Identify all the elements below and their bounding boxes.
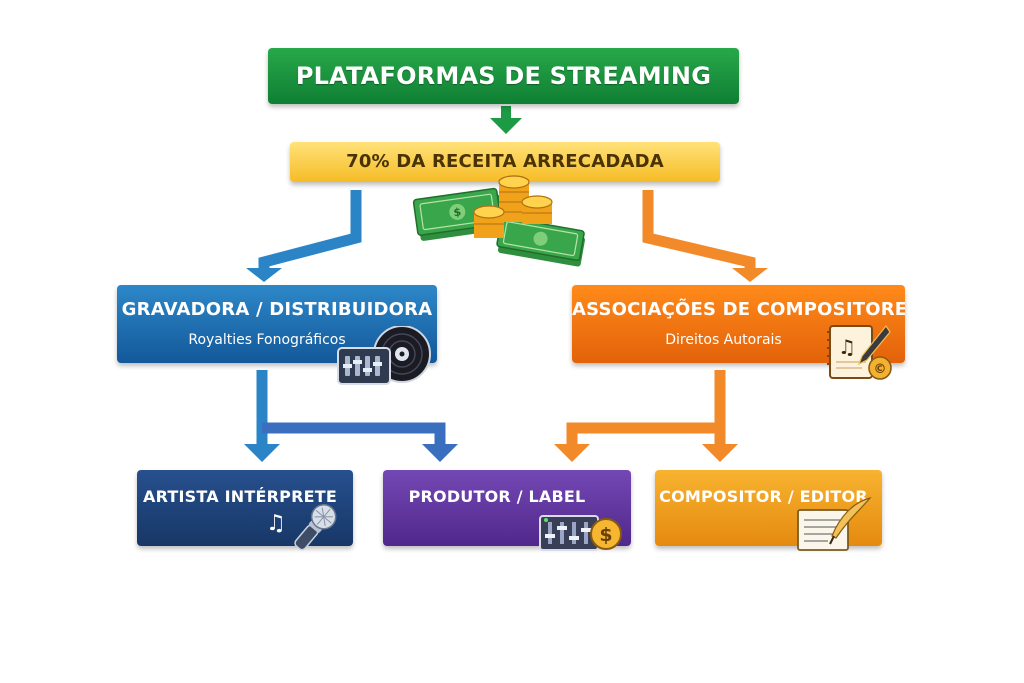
streaming-platforms-box: PLATAFORMAS DE STREAMING bbox=[268, 48, 739, 104]
performer-artist-title: ARTISTA INTÉRPRETE bbox=[143, 487, 337, 506]
record-label-title: GRAVADORA / DISTRIBUIDORA bbox=[121, 299, 433, 320]
money-coins-icon: $ bbox=[412, 175, 585, 267]
arrow-associations-to-producer-composer bbox=[554, 370, 738, 462]
svg-text:$: $ bbox=[599, 524, 612, 546]
composer-associations-title: ASSOCIAÇÕES DE COMPOSITORES bbox=[572, 299, 905, 320]
composer-editor-title: COMPOSITOR / EDITOR bbox=[659, 487, 868, 506]
mixer-dollar-icon: $ bbox=[539, 515, 622, 551]
producer-label-title: PRODUTOR / LABEL bbox=[408, 487, 586, 506]
svg-text:$: $ bbox=[453, 205, 462, 219]
svg-text:♫: ♫ bbox=[266, 511, 286, 536]
producer-label-box: PRODUTOR / LABEL bbox=[383, 470, 631, 546]
streaming-platforms-title: PLATAFORMAS DE STREAMING bbox=[295, 62, 712, 90]
microphone-notes-icon: ♫ bbox=[266, 504, 337, 551]
mixer-vinyl-icon bbox=[337, 326, 431, 385]
composer-editor-box: COMPOSITOR / EDITOR bbox=[655, 470, 882, 546]
arrow-revenue-to-label bbox=[246, 190, 362, 282]
revenue-box: 70% DA RECEITA ARRECADADA bbox=[290, 142, 720, 182]
svg-text:©: © bbox=[874, 362, 887, 377]
svg-text:♫: ♫ bbox=[838, 335, 856, 359]
arrow-revenue-to-associations bbox=[642, 190, 768, 282]
document-quill-icon bbox=[797, 496, 872, 551]
revenue-label: 70% DA RECEITA ARRECADADA bbox=[346, 151, 664, 172]
composer-associations-subtitle: Direitos Autorais bbox=[665, 332, 782, 348]
music-sheet-copyright-icon: ♫ © bbox=[827, 324, 892, 380]
arrow-streaming-to-revenue bbox=[490, 106, 522, 134]
record-label-subtitle: Royalties Fonográficos bbox=[188, 332, 346, 348]
arrow-label-to-artist-producer bbox=[244, 370, 458, 462]
